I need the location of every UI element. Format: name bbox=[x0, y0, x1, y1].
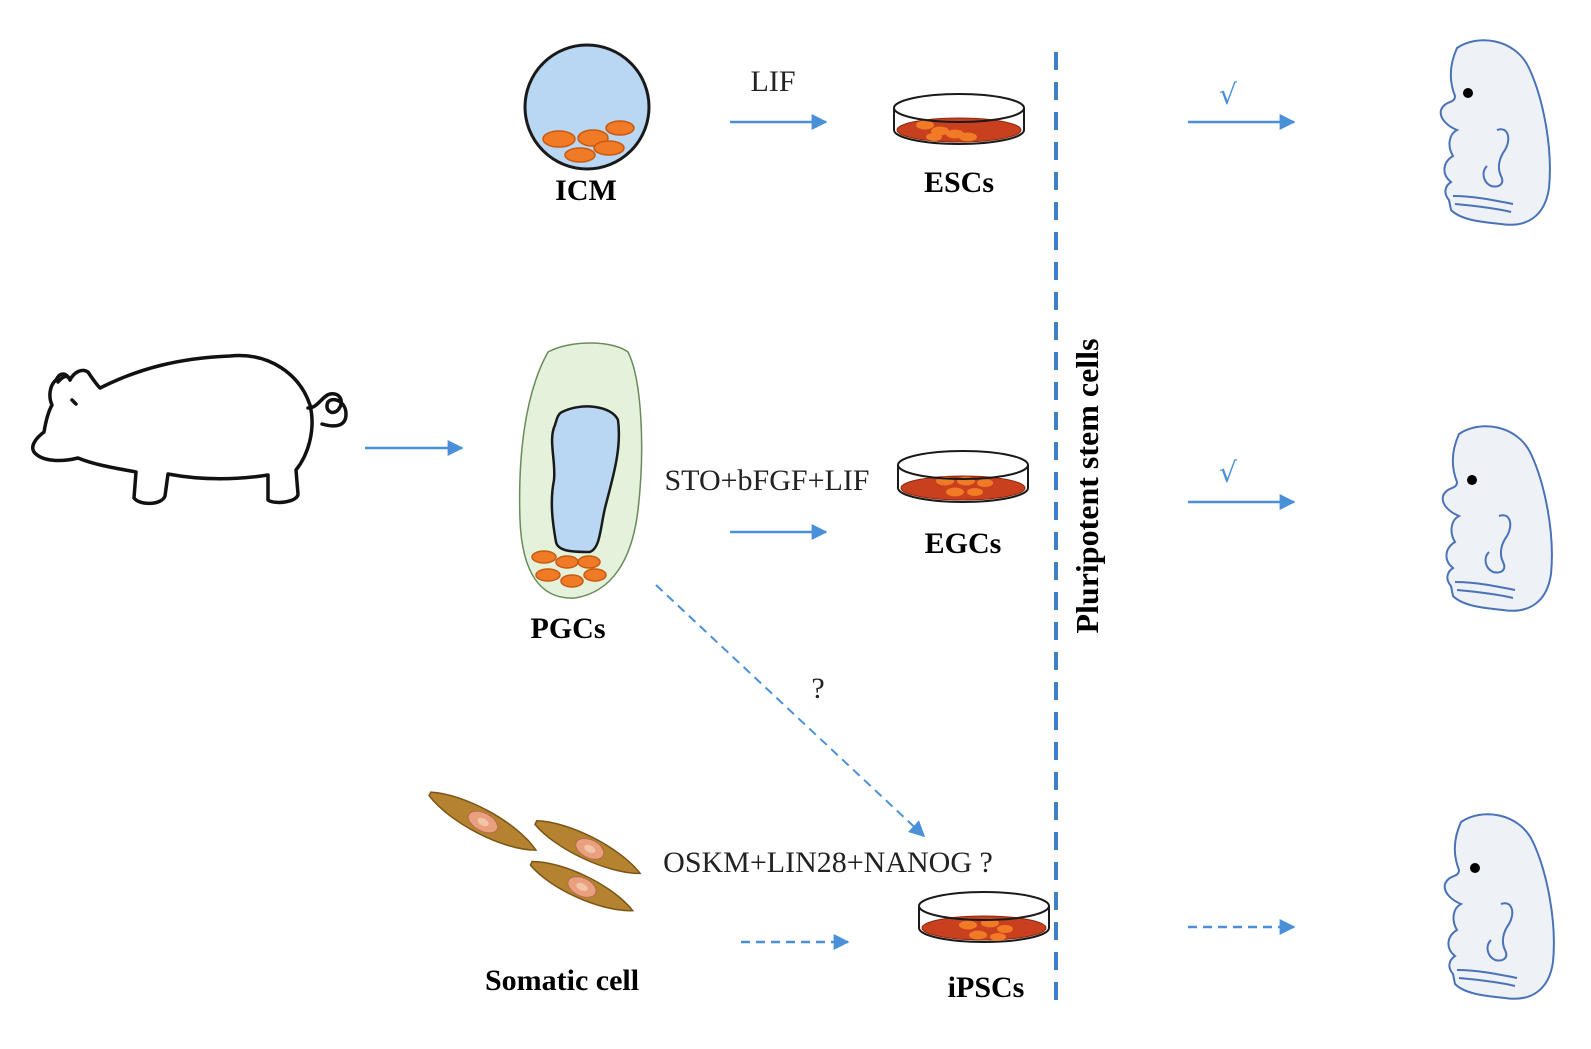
embryo-icon bbox=[1443, 813, 1555, 1000]
somatic-cell-icon bbox=[428, 791, 642, 912]
culture-dish-icon bbox=[893, 93, 1025, 145]
icm-icon bbox=[523, 43, 651, 171]
pgc-to-ipsc-arrow bbox=[655, 584, 926, 838]
pgc-icon bbox=[518, 342, 643, 599]
culture-dish-icon bbox=[897, 450, 1029, 503]
ipscs-label: iPSCs bbox=[948, 971, 1025, 1004]
esc-check-mark: √ bbox=[1219, 78, 1237, 111]
culture-dish-icon bbox=[918, 891, 1050, 943]
icm-label: ICM bbox=[555, 174, 617, 207]
escs-label: ESCs bbox=[924, 166, 994, 199]
esc-condition-label: LIF bbox=[751, 65, 796, 98]
egc-condition-label: STO+bFGF+LIF bbox=[664, 464, 869, 497]
somatic-cell-label: Somatic cell bbox=[485, 964, 639, 997]
pgcs-label: PGCs bbox=[531, 612, 606, 645]
pig-icon bbox=[31, 353, 348, 506]
pgc-to-ipsc-question-mark: ? bbox=[811, 672, 824, 705]
egcs-label: EGCs bbox=[925, 527, 1002, 560]
embryo-icon bbox=[1441, 425, 1553, 612]
pluripotent-stem-cells-label: Pluripotent stem cells bbox=[1069, 338, 1105, 633]
egc-check-mark: √ bbox=[1219, 456, 1237, 489]
ipsc-condition-label: OSKM+LIN28+NANOG ? bbox=[663, 846, 993, 879]
embryo-icon bbox=[1439, 39, 1551, 226]
